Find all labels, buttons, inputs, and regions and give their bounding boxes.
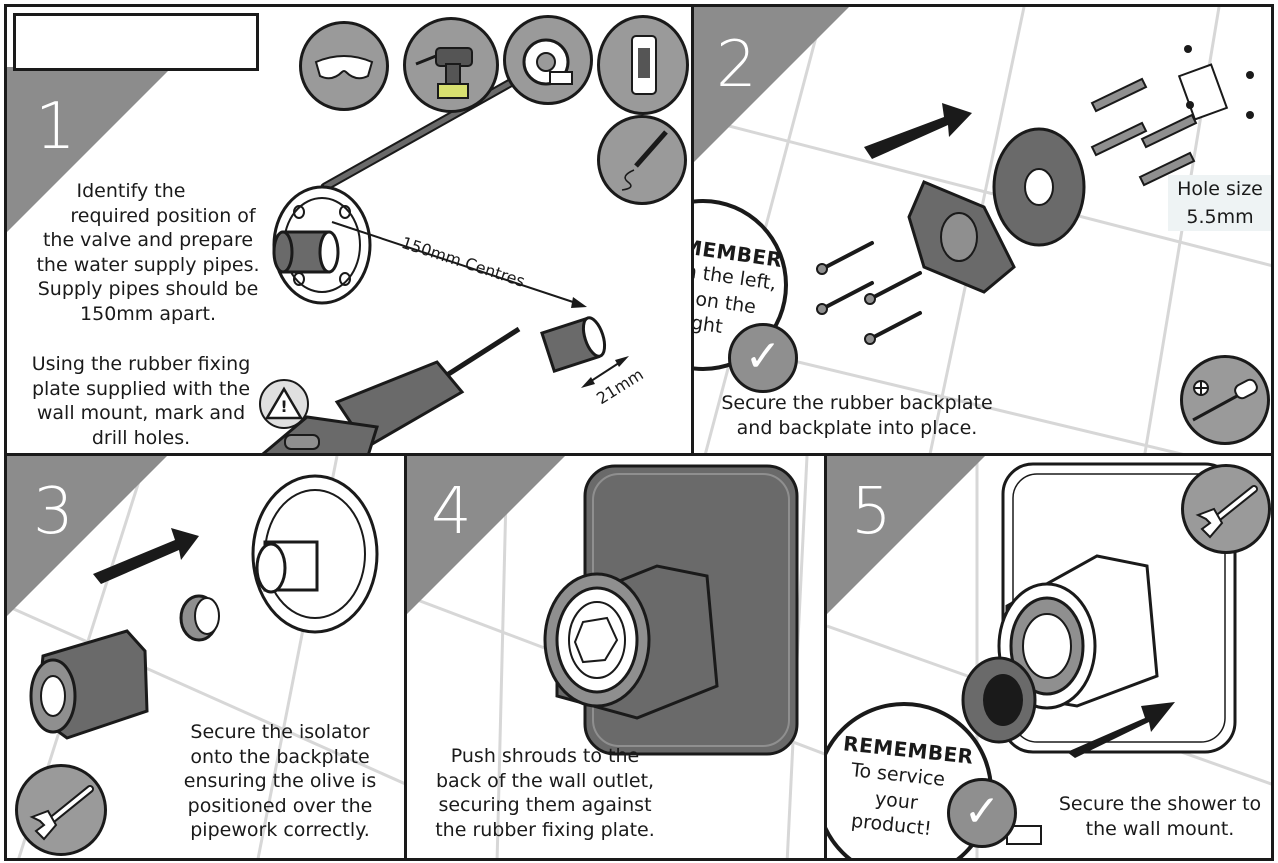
step-4-instructions: Push shrouds to the back of the wall out… <box>425 744 665 842</box>
instruction-line: drill holes. <box>91 426 191 449</box>
step-5-illustration <box>827 456 1271 858</box>
instruction-line: Supply pipes should be <box>37 278 259 300</box>
step-1-drill-instructions: Using the rubber fixing plate supplied w… <box>21 352 261 450</box>
hole-size-title: Hole size <box>1177 178 1263 200</box>
step-4-illustration <box>407 456 824 858</box>
instruction-line: required position of <box>70 204 256 227</box>
instruction-line: Secure the rubber backplate <box>721 392 993 414</box>
safety-glasses-icon <box>299 21 389 111</box>
step-number: 4 <box>431 475 472 549</box>
instruction-line: positioned over the <box>187 794 373 817</box>
step-1-panel: 1 Identify the required position of the … <box>4 4 694 456</box>
spanner-icon <box>15 764 107 856</box>
instruction-line: the water supply pipes. <box>36 253 260 276</box>
step-5-instructions: Secure the shower to the wall mount. <box>1047 792 1271 841</box>
instruction-line: Using the rubber fixing <box>31 353 251 375</box>
instruction-line: Secure the isolator <box>190 721 370 743</box>
instruction-line: the valve and prepare <box>42 229 254 251</box>
step-2-instructions: Secure the rubber backplate and backplat… <box>702 391 1012 440</box>
step-3-instructions: Secure the isolator onto the backplate e… <box>173 720 387 843</box>
hole-size-value: 5.5mm <box>1186 206 1254 228</box>
instruction-line: Push shrouds to the <box>450 745 640 767</box>
instruction-line: the rubber fixing plate. <box>435 818 655 841</box>
step-5-panel: 5 REMEMBER To service your product! ✓ Se… <box>824 453 1274 861</box>
instruction-line: pipework correctly. <box>190 819 370 841</box>
instruction-line: and backplate into place. <box>736 416 978 439</box>
step-number: 1 <box>35 90 76 164</box>
screwdriver-icon <box>1180 355 1270 445</box>
instruction-line: onto the backplate <box>190 745 370 768</box>
instruction-line: wall mount, mark and <box>36 402 246 424</box>
instruction-line: ensuring the olive is <box>183 770 377 792</box>
step-1-instructions: Identify the required position of the va… <box>17 179 279 326</box>
spanner-icon <box>1181 464 1271 554</box>
instruction-line: securing them against <box>438 794 652 816</box>
instruction-line: 150mm apart. <box>80 302 216 325</box>
step-number: 3 <box>33 475 74 549</box>
instruction-line: Secure the shower to <box>1058 793 1262 815</box>
step-2-illustration <box>694 7 1271 453</box>
tape-measure-icon <box>503 15 593 105</box>
instruction-line: the wall mount. <box>1085 817 1235 840</box>
step-2-panel: 2 REMEMBER hot on the left, cold on the … <box>691 4 1274 456</box>
warning-icon: ! <box>259 379 309 429</box>
check-icon: ✓ <box>947 778 1017 848</box>
check-icon: ✓ <box>728 323 798 393</box>
step-1-illustration <box>7 67 629 453</box>
step-number: 2 <box>716 28 757 102</box>
title-box <box>13 13 259 71</box>
warning-mark: ! <box>280 397 288 416</box>
step-3-illustration <box>7 456 404 858</box>
instruction-line: Identify the <box>76 180 186 202</box>
hole-size-label: Hole size 5.5mm <box>1168 175 1271 231</box>
cordless-drill-icon <box>403 17 499 113</box>
pencil-icon <box>597 115 687 205</box>
instruction-line: back of the wall outlet, <box>435 769 655 792</box>
spirit-level-icon <box>597 15 689 115</box>
step-number: 5 <box>851 475 892 549</box>
step-3-panel: 3 Secure the isolator onto the backplate… <box>4 453 407 861</box>
instruction-line: plate supplied with the <box>31 377 251 400</box>
step-4-panel: 4 Push shrouds to the back of the wall o… <box>404 453 827 861</box>
reminder-line: your <box>873 787 919 815</box>
